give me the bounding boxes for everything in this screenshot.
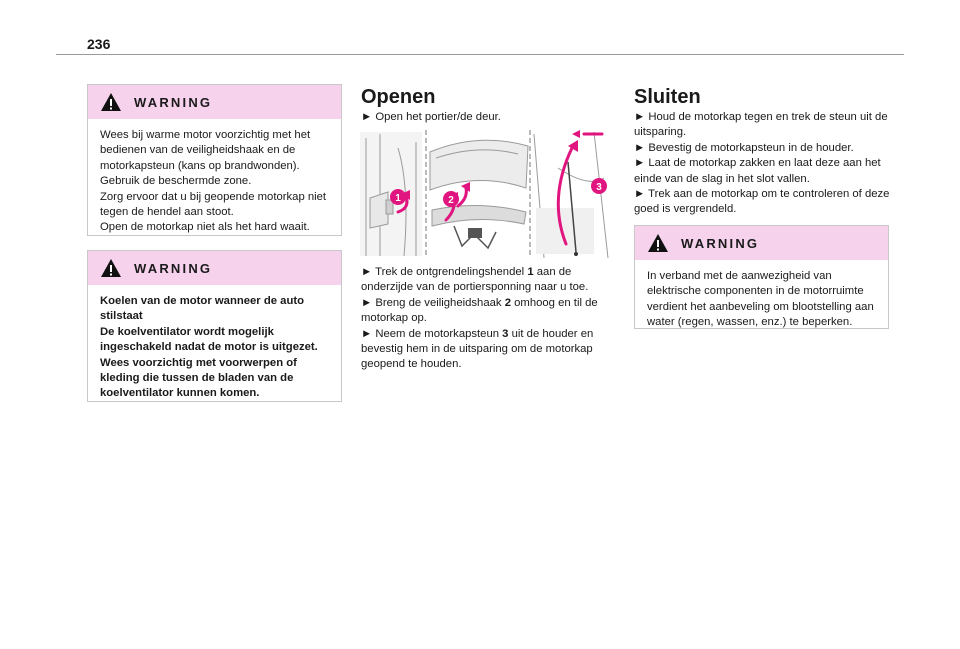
page-number: 236 xyxy=(87,36,111,52)
warning-header: WARNING xyxy=(635,226,888,260)
warning-text: Gebruik de beschermde zone. xyxy=(100,175,252,188)
openen-intro: ► Open het portier/de deur. xyxy=(361,110,611,125)
hood-opening-illustration: 1 2 3 xyxy=(358,128,612,260)
warning-text: De koelventilator wordt mogelijk ingesch… xyxy=(100,325,318,354)
callout-1-badge xyxy=(390,189,406,205)
warning-box-cooling-fan: WARNING Koelen van de motor wanneer de a… xyxy=(87,250,342,402)
step-text: ► Laat de motorkap zakken en laat deze a… xyxy=(634,157,881,185)
step-text: ► Breng de veiligheidshaak xyxy=(361,296,505,309)
warning-triangle-icon xyxy=(101,93,121,111)
callout-2-label: 2 xyxy=(448,195,454,206)
warning-text: In verband met de aanwezigheid van elekt… xyxy=(647,270,874,329)
warning-text: Zorg ervoor dat u bij geopende motorkap … xyxy=(100,190,327,219)
step-text: ► Trek de ontgrendelingshendel xyxy=(361,266,528,278)
step-4: ► Neem de motorkapsteun 3 uit de houder … xyxy=(361,327,613,373)
step-text: ► Bevestig de motorkapsteun in de houder… xyxy=(634,141,854,154)
hood-front-panel xyxy=(429,139,529,250)
section-heading-sluiten: Sluiten xyxy=(634,86,701,108)
callout-2-badge xyxy=(443,191,459,207)
openen-steps: ► Trek de ontgrendelingshendel 1 aan de … xyxy=(361,265,613,373)
warning-text: Wees bij warme motor voorzichtig met het… xyxy=(100,129,311,172)
callout-3-label: 3 xyxy=(596,182,602,193)
step-text: ► Trek aan de motorkap om te controleren… xyxy=(634,188,890,216)
warning-box-water: WARNING In verband met de aanwezigheid v… xyxy=(634,225,889,329)
warning-header: WARNING xyxy=(88,251,341,285)
warning-triangle-icon xyxy=(101,259,121,277)
top-divider xyxy=(56,54,904,55)
callout-3-badge xyxy=(591,178,607,194)
warning-text: Wees voorzichtig met voorwerpen of kledi… xyxy=(100,356,297,400)
step-text: ► Neem de motorkapsteun xyxy=(361,327,503,340)
warning-triangle-icon xyxy=(648,234,668,252)
step-text: ► Open het portier/de deur. xyxy=(361,111,501,123)
step-text: ► Houd de motorkap tegen en trek de steu… xyxy=(634,111,888,139)
step-text: uit de houder en bevestig hem in de uits… xyxy=(361,327,594,371)
sluiten-steps: ► Houd de motorkap tegen en trek de steu… xyxy=(634,110,890,218)
warning-header: WARNING xyxy=(88,85,341,119)
warning-body: Koelen van de motor wanneer de auto stil… xyxy=(88,285,341,412)
step-2: ► Trek de ontgrendelingshendel 1 aan de … xyxy=(361,265,613,296)
warning-title: WARNING xyxy=(134,94,213,110)
step-number: 3 xyxy=(502,327,509,340)
step-text: aan de onderzijde van de portiersponning… xyxy=(361,266,589,294)
step-text: omhoog en til de motorkap op. xyxy=(361,296,598,325)
warning-box-hot-engine: WARNING Wees bij warme motor voorzichtig… xyxy=(87,84,342,236)
warning-title: WARNING xyxy=(681,235,760,251)
warning-title: WARNING xyxy=(134,260,213,276)
step-number: 1 xyxy=(527,266,534,278)
warning-text: Koelen van de motor wanneer de auto stil… xyxy=(100,295,305,323)
warning-body: In verband met de aanwezigheid van elekt… xyxy=(635,260,888,341)
section-heading-openen: Openen xyxy=(361,86,436,108)
callout-1-label: 1 xyxy=(395,193,401,204)
step-number: 2 xyxy=(504,296,511,309)
warning-body: Wees bij warme motor voorzichtig met het… xyxy=(88,119,341,246)
step-3: ► Breng de veiligheidshaak 2 omhoog en t… xyxy=(361,296,613,327)
warning-text: Open de motorkap niet als het hard waait… xyxy=(100,221,310,234)
